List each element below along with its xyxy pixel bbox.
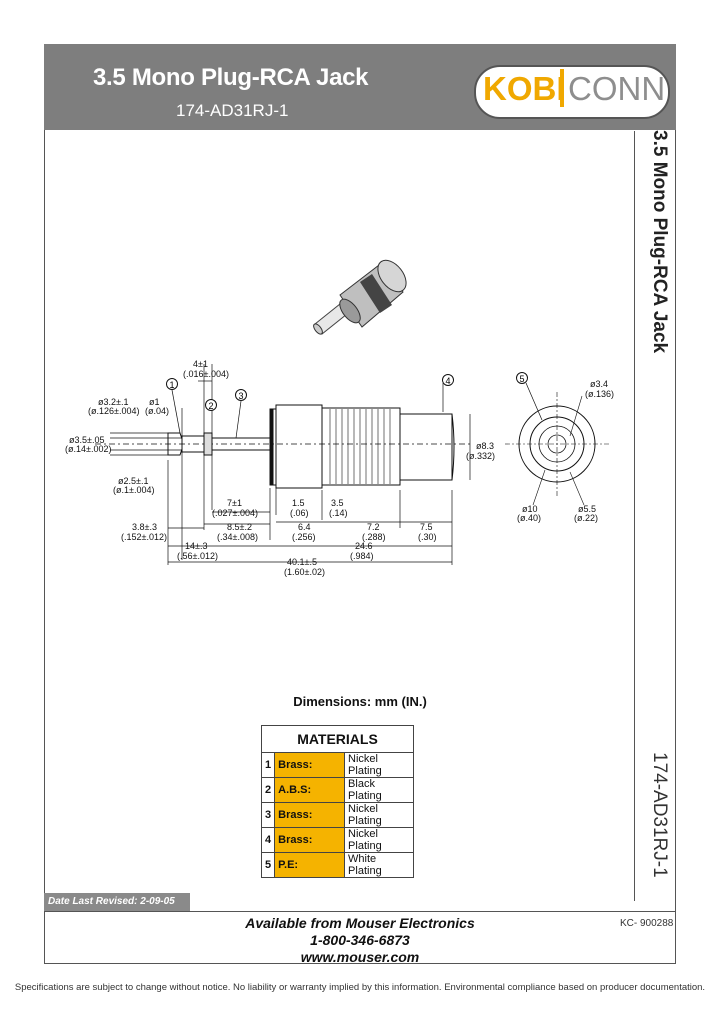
svg-text:5: 5 [519, 374, 524, 384]
svg-text:ø3.4: ø3.4 [590, 379, 608, 389]
product-render [313, 259, 407, 335]
svg-text:ø5.5: ø5.5 [578, 504, 596, 514]
svg-text:(ø.40): (ø.40) [517, 513, 541, 523]
svg-text:(.56±.012): (.56±.012) [177, 551, 218, 561]
svg-text:7.5: 7.5 [420, 522, 433, 532]
svg-text:3.8±.3: 3.8±.3 [132, 522, 157, 532]
logo-separator [560, 69, 564, 107]
table-row: 5 P.E: White Plating [260, 852, 414, 878]
svg-text:(.288): (.288) [362, 532, 386, 542]
dimension-labels: 4±1 (.016±.004) ø3.2±.1 (ø.126±.004) ø1 … [65, 359, 614, 577]
svg-text:(.016±.004): (.016±.004) [183, 369, 229, 379]
svg-text:3: 3 [238, 391, 243, 401]
footer-divider [44, 911, 676, 912]
material-name: A.B.S: [274, 777, 346, 803]
callout-3: 3 [235, 389, 247, 439]
callout-4: 4 [442, 374, 454, 386]
svg-text:ø3.2±.1: ø3.2±.1 [98, 397, 128, 407]
date-revised: Date Last Revised: 2-09-05 [44, 893, 190, 911]
svg-text:(.256): (.256) [292, 532, 316, 542]
material-finish: White Plating [344, 852, 414, 878]
callout-2: 2 [205, 399, 217, 411]
material-finish: Nickel Plating [344, 802, 414, 828]
svg-text:3.5: 3.5 [331, 498, 344, 508]
dimension-lines [110, 364, 471, 565]
callout-markers: 1 2 3 4 5 [166, 372, 543, 439]
mouser-info: Available from Mouser Electronics 1-800-… [0, 915, 720, 966]
table-row: 3 Brass: Nickel Plating [260, 802, 414, 828]
logo-conn-text: CONN [568, 70, 666, 107]
logo-kobi-text: KOBI [483, 70, 566, 107]
material-finish: Black Plating [344, 777, 414, 803]
row-number: 3 [260, 802, 276, 828]
svg-text:6.4: 6.4 [298, 522, 311, 532]
svg-text:4: 4 [445, 376, 450, 386]
svg-text:(ø.1±.004): (ø.1±.004) [113, 485, 154, 495]
material-name: Brass: [274, 802, 346, 828]
svg-text:ø1: ø1 [149, 397, 160, 407]
svg-text:(ø.126±.004): (ø.126±.004) [88, 406, 139, 416]
svg-text:4±1: 4±1 [193, 359, 208, 369]
svg-text:(ø.14±.002): (ø.14±.002) [65, 444, 111, 454]
website-link[interactable]: www.mouser.com [300, 949, 420, 965]
material-finish: Nickel Plating [344, 827, 414, 853]
available-text: Available from Mouser Electronics [245, 915, 475, 931]
svg-text:ø8.3: ø8.3 [476, 441, 494, 451]
svg-text:(.34±.008): (.34±.008) [217, 532, 258, 542]
material-name: Brass: [274, 827, 346, 853]
svg-text:(ø.332): (ø.332) [466, 451, 495, 461]
svg-text:(.30): (.30) [418, 532, 437, 542]
end-view [505, 392, 610, 506]
side-view [95, 404, 470, 489]
sidebar-title: 3.5 Mono Plug-RCA Jack [649, 130, 670, 354]
svg-text:(ø.04): (ø.04) [145, 406, 169, 416]
svg-text:7±1: 7±1 [227, 498, 242, 508]
kobiconn-logo [474, 65, 670, 119]
svg-text:(.152±.012): (.152±.012) [121, 532, 167, 542]
svg-text:ø3.5±.05: ø3.5±.05 [69, 435, 104, 445]
svg-text:(ø.136): (ø.136) [585, 389, 614, 399]
technical-drawing: 1 2 3 4 5 4±1 (.016±.004) ø3.2±.1 (ø.126… [65, 259, 614, 577]
svg-text:8.5±.2: 8.5±.2 [227, 522, 252, 532]
svg-text:ø2.5±.1: ø2.5±.1 [118, 476, 148, 486]
svg-text:14±.3: 14±.3 [185, 541, 207, 551]
svg-text:(.14): (.14) [329, 508, 348, 518]
row-number: 2 [260, 777, 276, 803]
page-title: 3.5 Mono Plug-RCA Jack [93, 64, 369, 91]
row-number: 4 [260, 827, 276, 853]
disclaimer: Specifications are subject to change wit… [14, 982, 706, 993]
svg-text:40.1±.5: 40.1±.5 [287, 557, 317, 567]
svg-text:(.06): (.06) [290, 508, 309, 518]
sidebar-part-number: 174-AD31RJ-1 [649, 752, 670, 878]
svg-text:(1.60±.02): (1.60±.02) [284, 567, 325, 577]
phone-number: 1-800-346-6873 [310, 932, 410, 948]
part-number: 174-AD31RJ-1 [176, 101, 289, 120]
svg-text:1.5: 1.5 [292, 498, 305, 508]
svg-text:2: 2 [208, 401, 213, 411]
sidebar [634, 131, 676, 901]
table-row: 1 Brass: Nickel Plating [260, 752, 414, 778]
dimensions-caption: Dimensions: mm (IN.) [293, 694, 427, 709]
svg-text:(ø.22): (ø.22) [574, 513, 598, 523]
svg-text:24.6: 24.6 [355, 541, 373, 551]
row-number: 1 [260, 752, 276, 778]
kc-number: KC- 900288 [620, 918, 674, 929]
materials-table: MATERIALS 1 Brass: Nickel Plating 2 A.B.… [260, 725, 414, 878]
row-number: 5 [260, 852, 276, 878]
material-name: Brass: [274, 752, 346, 778]
svg-text:1: 1 [169, 380, 174, 390]
svg-text:ø10: ø10 [522, 504, 538, 514]
svg-text:(.984): (.984) [350, 551, 374, 561]
table-row: 4 Brass: Nickel Plating [260, 827, 414, 853]
table-row: 2 A.B.S: Black Plating [260, 777, 414, 803]
material-finish: Nickel Plating [344, 752, 414, 778]
callout-5: 5 [516, 372, 543, 421]
svg-text:(.027±.004): (.027±.004) [212, 508, 258, 518]
svg-text:7.2: 7.2 [367, 522, 380, 532]
callout-1: 1 [166, 378, 181, 434]
materials-heading: MATERIALS [261, 725, 414, 753]
material-name: P.E: [274, 852, 346, 878]
